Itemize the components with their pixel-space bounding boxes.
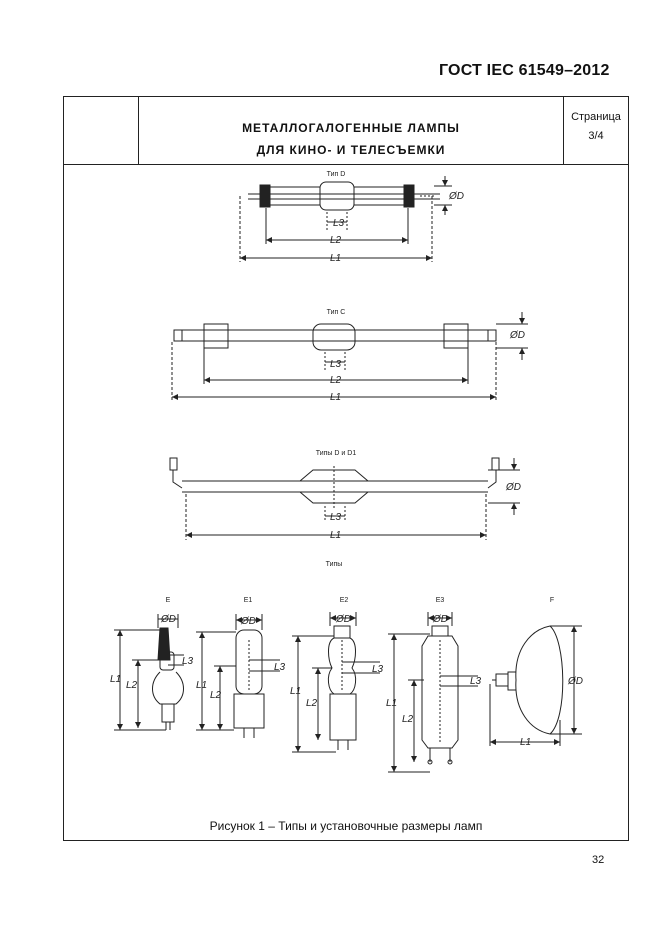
type-d-d1-label: Типы D и D1 bbox=[316, 450, 357, 457]
lamp-type-e3: E3 ØD L3 L2 L1 bbox=[386, 597, 482, 773]
dim-l1: L1 bbox=[330, 253, 341, 264]
type-d-label: Тип D bbox=[327, 171, 346, 178]
dim-dd: ØD bbox=[509, 330, 525, 341]
dim-l3: L3 bbox=[330, 359, 342, 370]
dim-l3: L3 bbox=[182, 656, 194, 667]
type-e3-label: E3 bbox=[436, 597, 445, 604]
lamp-type-e1: E1 ØD L3 L2 L1 bbox=[196, 597, 286, 738]
lamp-type-d-d1: Типы D и D1 ØD L3 L1 bbox=[169, 450, 521, 541]
dim-l1: L1 bbox=[290, 686, 301, 697]
dim-l1: L1 bbox=[110, 674, 121, 685]
dim-l2: L2 bbox=[402, 714, 414, 725]
header-table: МЕТАЛЛОГАЛОГЕННЫЕ ЛАМПЫ ДЛЯ КИНО- И ТЕЛЕ… bbox=[64, 97, 628, 165]
dim-dd: ØD bbox=[335, 614, 351, 625]
lamp-type-e2: E2 ØD L3 L2 L1 bbox=[290, 597, 384, 753]
dim-l2: L2 bbox=[306, 698, 318, 709]
dim-l2: L2 bbox=[210, 690, 222, 701]
document-title-line2: ДЛЯ КИНО- И ТЕЛЕСЪЕМКИ bbox=[256, 143, 446, 157]
dim-l3: L3 bbox=[470, 676, 482, 687]
header-divider bbox=[138, 97, 139, 164]
dim-dd: ØD bbox=[432, 614, 448, 625]
page-value: 3/4 bbox=[588, 130, 604, 142]
types-label: Типы bbox=[326, 561, 343, 568]
dim-l2: L2 bbox=[330, 235, 342, 246]
type-e2-label: E2 bbox=[340, 597, 349, 604]
lamp-type-f: F ØD L1 bbox=[489, 597, 583, 748]
page-frame: МЕТАЛЛОГАЛОГЕННЫЕ ЛАМПЫ ДЛЯ КИНО- И ТЕЛЕ… bbox=[63, 96, 629, 841]
dim-l1: L1 bbox=[330, 530, 341, 541]
figure-caption: Рисунок 1 – Типы и установочные размеры … bbox=[209, 819, 483, 833]
lamp-type-d: Тип D ØD L3 L2 L1 bbox=[239, 171, 464, 264]
dim-dd: ØD bbox=[505, 482, 521, 493]
dim-l1: L1 bbox=[520, 737, 531, 748]
lamp-type-c: Тип C ØD L3 L2 L1 bbox=[171, 309, 528, 403]
dim-dd: ØD bbox=[567, 676, 583, 687]
dim-dd: ØD bbox=[160, 614, 176, 625]
type-e1-label: E1 bbox=[244, 597, 253, 604]
dim-l1: L1 bbox=[386, 698, 397, 709]
dim-dd: ØD bbox=[240, 616, 256, 627]
dim-l1: L1 bbox=[196, 680, 207, 691]
dim-dd: ØD bbox=[448, 191, 464, 202]
type-c-label: Тип C bbox=[327, 309, 346, 316]
dim-l1: L1 bbox=[330, 392, 341, 403]
document-title-line1: МЕТАЛЛОГАЛОГЕННЫЕ ЛАМПЫ bbox=[242, 121, 460, 135]
standard-number: ГОСТ IEC 61549–2012 bbox=[439, 62, 610, 79]
dim-l3: L3 bbox=[372, 664, 384, 675]
header-divider bbox=[563, 97, 564, 164]
type-e-label: E bbox=[166, 597, 171, 604]
dim-l3: L3 bbox=[333, 218, 345, 229]
lamp-type-e: E ØD L3 L2 L1 bbox=[110, 597, 194, 731]
page-label: Страница bbox=[571, 111, 621, 123]
dim-l2: L2 bbox=[126, 680, 138, 691]
dim-l2: L2 bbox=[330, 375, 342, 386]
page-number: 32 bbox=[592, 854, 605, 866]
type-f-label: F bbox=[550, 597, 554, 604]
dim-l3: L3 bbox=[330, 512, 342, 523]
dim-l3: L3 bbox=[274, 662, 286, 673]
